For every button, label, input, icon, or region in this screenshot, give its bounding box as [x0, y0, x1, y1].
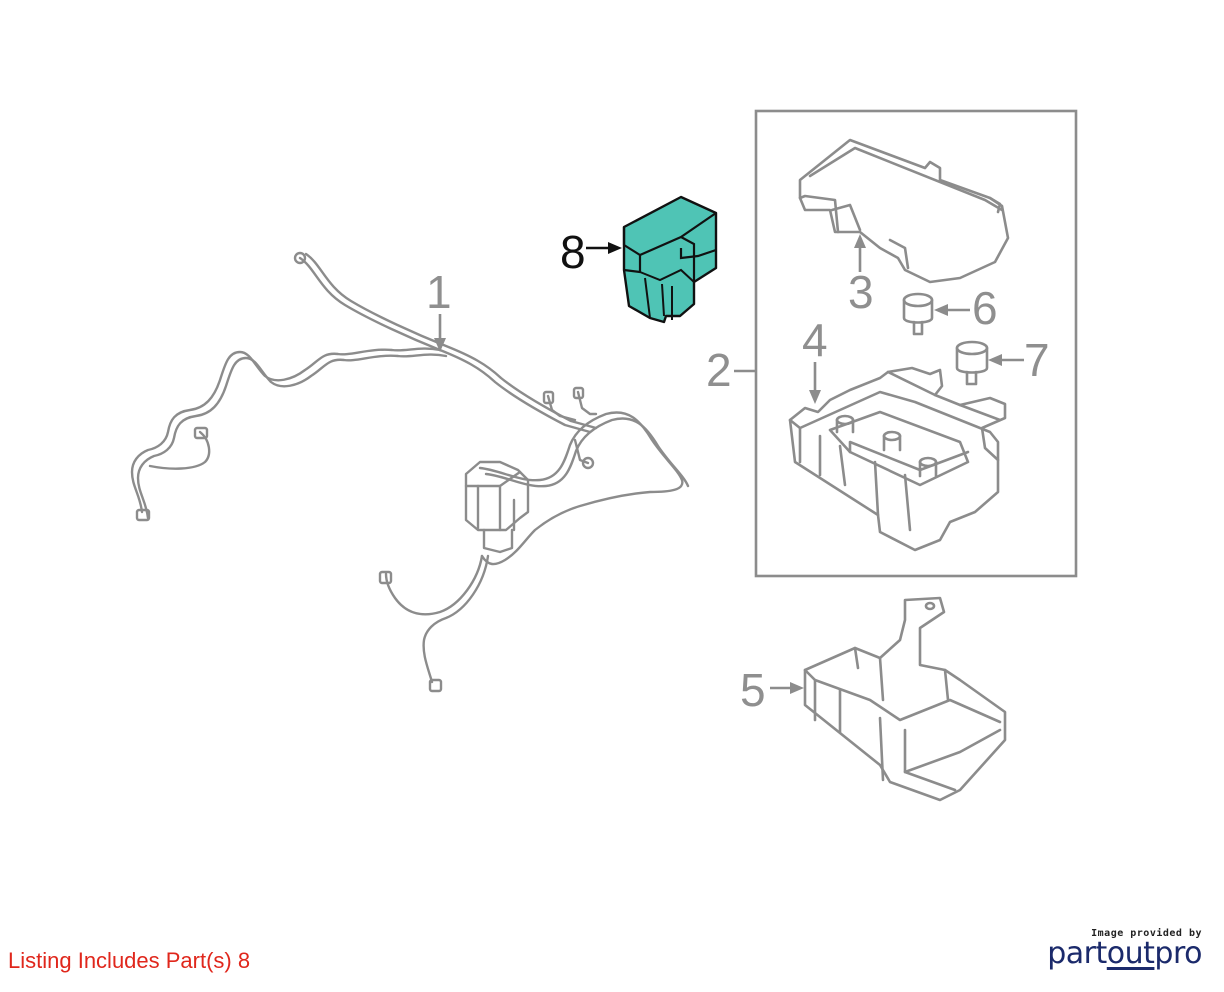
callout-5: 5 [740, 664, 766, 716]
image-provided-caption: Image provided by [1091, 928, 1202, 939]
fuse-box-body-part-4[interactable] [788, 366, 1007, 552]
callout-3: 3 [848, 266, 874, 318]
wiring-harness-part-1[interactable] [130, 251, 690, 693]
logo-pro: pro [1154, 936, 1202, 971]
callout-5-arrowhead [790, 682, 804, 694]
listing-includes-label: Listing Includes Part(s) 8 [8, 948, 251, 973]
callout-7-arrowhead [988, 354, 1002, 366]
callout-4: 4 [802, 314, 828, 366]
callout-7: 7 [1024, 334, 1050, 386]
callout-4-arrowhead [809, 390, 821, 404]
callout-6-arrowhead [934, 304, 948, 316]
cap-part-7[interactable] [955, 340, 989, 386]
callout-1-arrowhead [434, 338, 446, 352]
mounting-tray-part-5[interactable] [803, 596, 1007, 802]
callout-1: 1 [426, 266, 452, 318]
logo-out: out [1106, 936, 1155, 971]
callout-8-arrowhead [608, 242, 622, 254]
relay-part-8[interactable] [622, 195, 718, 324]
partoutpro-branding: Image provided by partoutpro [1047, 928, 1202, 969]
partoutpro-logo: partoutpro [1047, 939, 1202, 969]
callout-8: 8 [560, 226, 586, 278]
callout-6: 6 [972, 282, 998, 334]
fuse-box-cover-part-3[interactable] [798, 138, 1010, 284]
callout-2: 2 [706, 344, 732, 396]
logo-part: part [1047, 936, 1107, 971]
assembly-box-part-2 [754, 109, 1078, 578]
callout-3-arrowhead [854, 234, 866, 248]
cap-part-6[interactable] [902, 292, 934, 336]
